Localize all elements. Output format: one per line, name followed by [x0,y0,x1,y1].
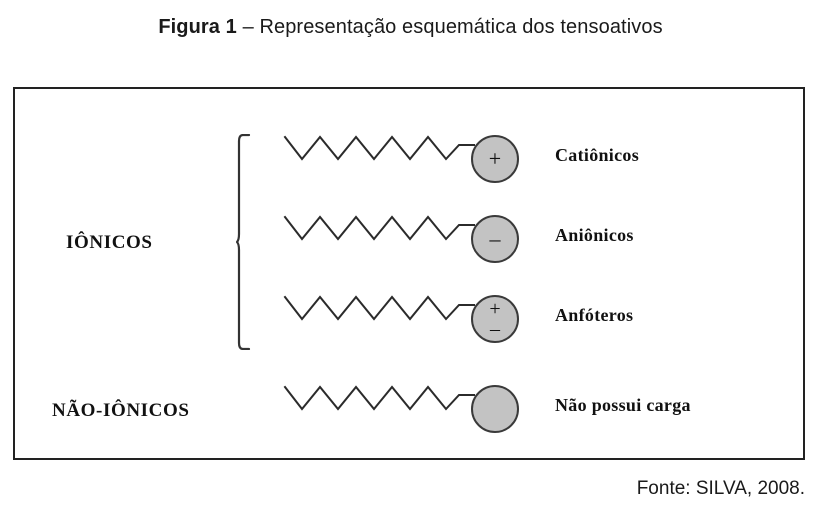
head-circle [471,135,519,183]
zigzag-tail-icon [283,385,476,411]
figure-frame [13,87,805,460]
charge-stack: + [471,135,519,183]
head-group-nao-ionicos [471,385,523,437]
row-label-anionicos: Aniônicos [555,225,634,245]
figure-source: Fonte: SILVA, 2008. [636,478,805,499]
hydrophobic-tail-anfoteros [283,293,476,332]
group-label-ionicos: IÔNICOS [66,232,153,253]
row-label-anfoteros: Anfóteros [555,305,634,325]
group-label-nao-ionicos: NÃO-IÔNICOS [52,400,190,421]
zigzag-tail-icon [283,135,476,161]
head-circle [471,385,519,433]
head-group-cationicos: + [471,135,523,187]
hydrophobic-tail-cationicos [283,133,476,172]
ionic-group-brace [235,133,254,351]
head-circle [471,215,519,263]
hydrophobic-tail-anionicos [283,213,476,252]
charge-symbol-positive: + [489,298,501,320]
row-label-nao-ionicos: Não possui carga [555,395,691,415]
charge-symbol-positive: + [488,145,502,171]
figure-caption-text: – Representação esquemática dos tensoati… [236,16,663,38]
charge-symbol-negative: – [490,318,500,340]
hydrophobic-tail-nao-ionicos [283,383,476,422]
zigzag-tail-icon [283,295,476,321]
charge-stack: – [471,215,519,263]
head-group-anfoteros: + – [471,295,523,347]
zigzag-tail-icon [283,215,476,241]
charge-stack: + – [471,295,519,343]
figure-caption: Figura 1 – Representação esquemática dos… [0,16,821,39]
head-group-anionicos: – [471,215,523,267]
brace-icon [235,133,251,351]
figure-caption-number: Figura 1 [158,16,237,38]
head-circle [471,295,519,343]
row-label-cationicos: Catiônicos [555,145,639,165]
charge-symbol-negative: – [489,225,501,251]
